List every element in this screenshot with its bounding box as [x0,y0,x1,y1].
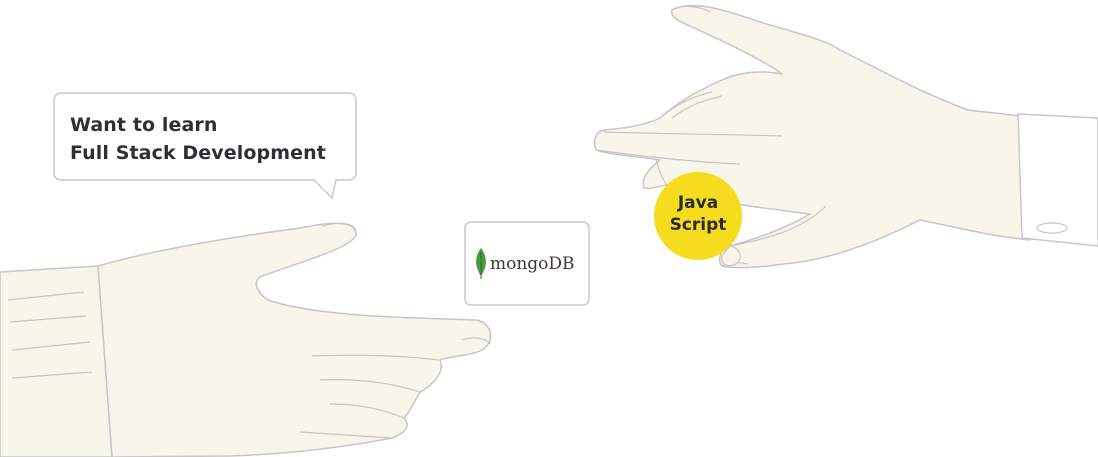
javascript-coin [654,172,742,260]
speech-bubble-text: Want to learn Full Stack Development [70,111,326,167]
left-sleeve [0,265,113,457]
right-hand [593,4,1031,269]
javascript-line-1: Java [677,193,719,213]
left-hand [97,222,492,457]
speech-bubble [53,92,357,200]
speech-line-1: Want to learn [70,114,218,136]
mongodb-label: mongoDB [490,254,575,274]
javascript-line-2: Script [669,215,727,235]
speech-line-2: Full Stack Development [70,142,326,164]
right-cuff [1017,113,1098,247]
javascript-label: Java Script [653,192,743,236]
mongodb-leaf-icon [476,248,486,279]
mongodb-card [464,221,590,306]
